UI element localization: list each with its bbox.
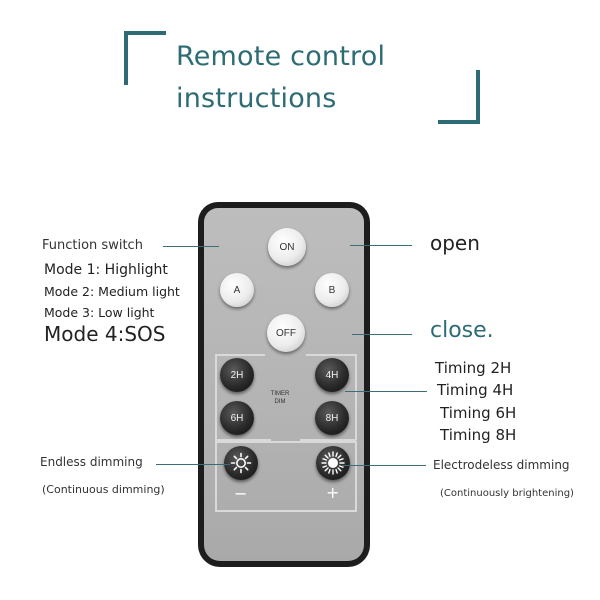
close-leader-line: [352, 334, 412, 335]
timer-4h-button[interactable]: 4H: [315, 358, 349, 392]
timing-leader-line: [345, 391, 427, 392]
function-switch-label: Function switch: [42, 238, 143, 253]
dim-frame-left: [215, 441, 217, 511]
timer-frame-top-left: [215, 354, 265, 356]
open-leader-line: [350, 245, 412, 246]
title-bracket-top-left: [124, 31, 166, 85]
mode-b-button-label: B: [328, 284, 336, 296]
timing-2h-label: Timing 2H: [435, 359, 512, 377]
timing-8h-label: Timing 8H: [440, 426, 517, 444]
title-line-2: instructions: [176, 83, 337, 114]
continuous-dimming-label: (Continuous dimming): [42, 483, 165, 496]
mode-2-label: Mode 2: Medium light: [44, 284, 180, 299]
mode-4-label: Mode 4:SOS: [44, 322, 166, 346]
mode-1-label: Mode 1: Highlight: [44, 262, 168, 278]
electrodeless-dimming-leader-line: [342, 465, 426, 466]
continuously-brightening-label: (Continuously brightening): [440, 488, 574, 499]
timing-4h-label: Timing 4H: [437, 381, 514, 399]
mode-a-button[interactable]: A: [220, 273, 254, 307]
function-switch-leader-line: [163, 246, 219, 247]
timer-8h-label: 8H: [325, 412, 339, 424]
timer-frame-bottom-left: [215, 439, 271, 441]
timer-6h-label: 6H: [230, 412, 244, 424]
timer-6h-button[interactable]: 6H: [220, 401, 254, 435]
plus-sign: +: [326, 483, 340, 502]
close-label: close.: [430, 318, 494, 343]
endless-dimming-leader-line: [156, 464, 230, 465]
timer-2h-label: 2H: [230, 369, 244, 381]
timer-2h-button[interactable]: 2H: [220, 358, 254, 392]
sun-burst-icon: [321, 451, 345, 475]
mode-3-label: Mode 3: Low light: [44, 305, 155, 320]
timer-4h-label: 4H: [325, 369, 339, 381]
timer-frame-bottom-right: [300, 439, 356, 441]
off-button[interactable]: OFF: [267, 314, 305, 352]
dim-label-line: DIM: [274, 399, 286, 405]
dim-frame-bottom: [215, 510, 357, 512]
dim-frame-right: [355, 441, 357, 511]
timer-label-line: TIMER: [270, 391, 290, 397]
mode-b-button[interactable]: B: [315, 273, 349, 307]
mode-a-button-label: A: [233, 284, 241, 296]
sun-icon: [230, 452, 252, 474]
electrodeless-dimming-label: Electrodeless dimming: [433, 458, 570, 472]
off-button-label: OFF: [276, 327, 296, 339]
dim-down-button[interactable]: [224, 446, 258, 480]
open-label: open: [430, 231, 480, 255]
timer-frame-top-right: [306, 354, 356, 356]
title-bracket-bottom-right: [438, 70, 480, 124]
timer-frame-left: [215, 354, 217, 440]
timer-frame-right: [355, 354, 357, 440]
on-button-label: ON: [279, 241, 295, 253]
timer-8h-button[interactable]: 8H: [315, 401, 349, 435]
page-title: Remote control instructions: [176, 36, 385, 120]
dim-up-button[interactable]: [316, 446, 350, 480]
timer-dim-label: TIMER DIM: [262, 390, 298, 406]
dim-frame-top: [215, 441, 357, 443]
title-line-1: Remote control: [176, 41, 386, 72]
minus-sign: −: [234, 484, 248, 503]
on-button[interactable]: ON: [268, 228, 306, 266]
endless-dimming-label: Endless dimming: [40, 455, 143, 469]
timing-6h-label: Timing 6H: [440, 404, 517, 422]
